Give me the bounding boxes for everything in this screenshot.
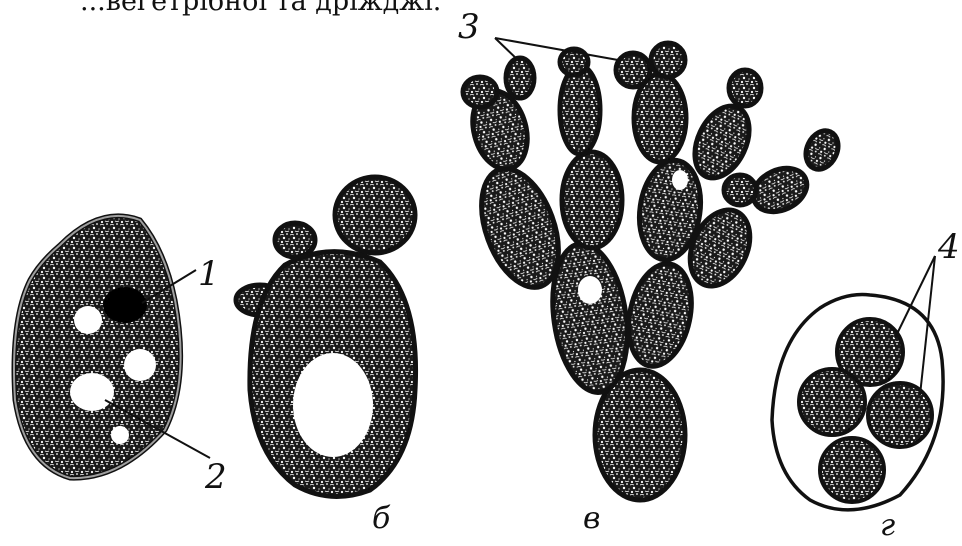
- vacuole: [70, 373, 114, 411]
- panel-letter-b: б: [372, 501, 391, 536]
- vacuole-large: [293, 353, 373, 457]
- bud-small: [275, 223, 315, 257]
- vacuole: [124, 349, 156, 381]
- label-1: 1: [198, 254, 220, 294]
- caption-fragment: ...вегетрібної та дріжджі.: [80, 0, 441, 17]
- cell-a: [14, 216, 181, 478]
- panel-letter-v: в: [583, 501, 600, 536]
- label-3: 3: [458, 7, 480, 47]
- spore: [799, 369, 865, 435]
- label-4: 4: [937, 227, 960, 267]
- label-2: 2: [204, 457, 227, 497]
- spore: [820, 438, 884, 502]
- vacuole: [74, 306, 102, 334]
- panel-letter-g: г: [880, 508, 895, 542]
- nucleus: [103, 287, 147, 323]
- vacuole: [111, 426, 129, 444]
- bud-large: [335, 177, 415, 253]
- ascus-g: [772, 295, 943, 510]
- spore: [868, 383, 932, 447]
- cell-b: [236, 177, 416, 496]
